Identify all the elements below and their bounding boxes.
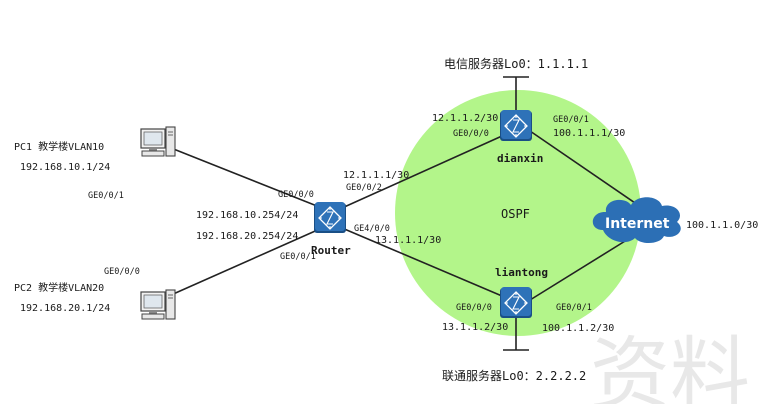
links — [170, 76, 639, 351]
pc2-title: PC2 教学楼VLAN20 — [14, 281, 104, 294]
link-pc1-router — [170, 147, 323, 209]
internet-label: Internet — [605, 216, 670, 232]
router-ge000-label: GE0/0/0 — [278, 190, 314, 200]
router-name: Router — [311, 244, 351, 257]
pc1-title: PC1 教学楼VLAN10 — [14, 140, 104, 153]
liantong-ip-100: 100.1.1.2/30 — [542, 323, 614, 334]
router-ge001-label: GE0/0/1 — [280, 252, 316, 262]
link-dianxin-internet — [529, 130, 639, 206]
pc1-ip: 192.168.10.1/24 — [20, 162, 110, 173]
liantong-router-icon[interactable] — [499, 286, 533, 319]
dianxin-server-label: 电信服务器Lo0：1.1.1.1 — [444, 56, 588, 71]
pc1-icon[interactable] — [140, 126, 176, 157]
link-pc2-router — [170, 227, 323, 296]
router-dianxin-ip: 12.1.1.1/30 — [343, 170, 409, 181]
liantong-name: liantong — [495, 266, 548, 279]
dianxin-name: dianxin — [497, 152, 543, 165]
dianxin-router-icon[interactable] — [499, 109, 533, 142]
liantong-ge000-label: GE0/0/0 — [456, 303, 492, 313]
ospf-area — [395, 90, 641, 336]
internet-network-label: 100.1.1.0/30 — [686, 220, 758, 231]
pc2-port-label: GE0/0/0 — [104, 267, 140, 277]
internet-cloud-icon[interactable]: Internet — [592, 197, 681, 244]
link-router-liantong — [341, 227, 503, 297]
dianxin-ge000-label: GE0/0/0 — [453, 129, 489, 139]
dianxin-ip-12: 12.1.1.2/30 — [432, 113, 498, 124]
pc2-icon[interactable] — [140, 289, 176, 320]
router-vlan20-ip: 192.168.20.254/24 — [196, 231, 298, 242]
liantong-ge001-label: GE0/0/1 — [556, 303, 592, 313]
liantong-server-label: 联通服务器Lo0：2.2.2.2 — [442, 368, 586, 383]
liantong-ip-13: 13.1.1.2/30 — [442, 322, 508, 333]
watermark-text: 资料 — [590, 328, 750, 404]
pc2-ip: 192.168.20.1/24 — [20, 303, 110, 314]
router-icon[interactable] — [313, 201, 347, 234]
link-liantong-internet — [529, 237, 631, 301]
router-ge400-label: GE4/0/0 — [354, 224, 390, 234]
router-liantong-ip: 13.1.1.1/30 — [375, 235, 441, 246]
pc1-port-label: GE0/0/1 — [88, 191, 124, 201]
router-vlan10-ip: 192.168.10.254/24 — [196, 210, 298, 221]
dianxin-ge001-label: GE0/0/1 — [553, 115, 589, 125]
ospf-label: OSPF — [501, 207, 530, 221]
dianxin-ip-100: 100.1.1.1/30 — [553, 128, 625, 139]
router-ge002-label: GE0/0/2 — [346, 183, 382, 193]
link-router-dianxin — [341, 135, 503, 209]
